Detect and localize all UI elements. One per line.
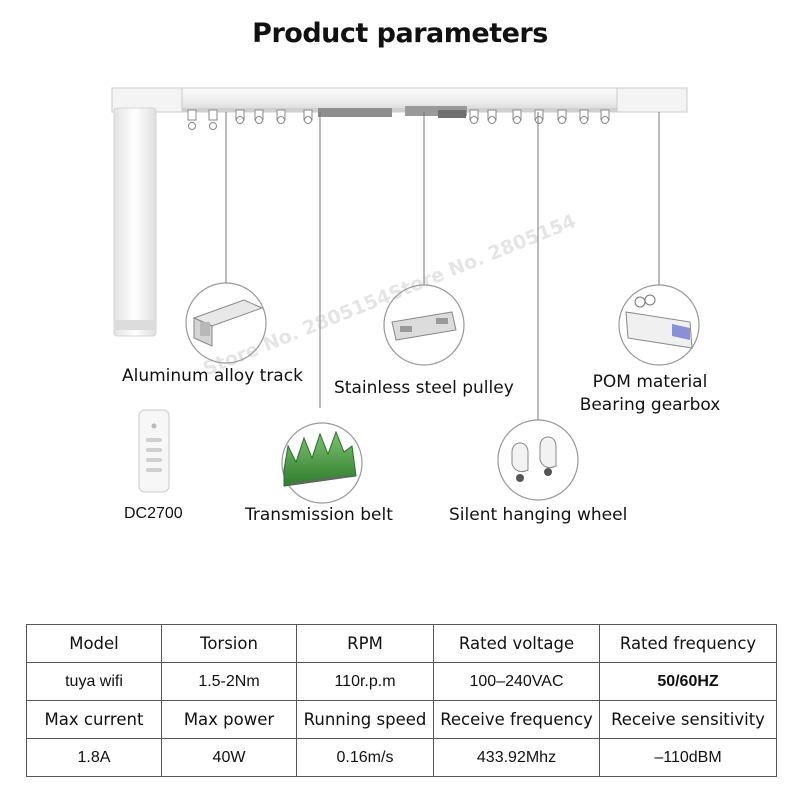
label-transmission-belt: Transmission belt — [245, 505, 393, 525]
hanging-wheel-bubble — [497, 419, 579, 501]
table-cell: Running speed — [296, 700, 434, 739]
remote-control — [138, 409, 170, 493]
table-cell: tuya wifi — [26, 662, 162, 701]
table-cell: 1.8A — [26, 738, 162, 777]
label-aluminum-track: Aluminum alloy track — [122, 366, 303, 386]
page-title: Product parameters — [252, 18, 548, 49]
table-cell: –110dBM — [599, 738, 777, 777]
steel-pulley-bubble — [383, 284, 465, 366]
pulley-carriages — [318, 106, 467, 118]
label-hanging-wheel: Silent hanging wheel — [449, 505, 628, 525]
table-cell: 100–240VAC — [433, 662, 600, 701]
table-row: tuya wifi 1.5-2Nm 110r.p.m 100–240VAC 50… — [26, 662, 777, 701]
track-runners — [187, 109, 610, 130]
table-cell: 433.92Mhz — [433, 738, 600, 777]
label-bearing-gearbox: Bearing gearbox — [579, 395, 721, 415]
table-cell: Rated frequency — [599, 624, 777, 663]
table-row: Model Torsion RPM Rated voltage Rated fr… — [26, 624, 777, 663]
gearbox-bubble — [618, 284, 700, 366]
table-cell: Max current — [26, 700, 162, 739]
table-cell: 0.16m/s — [296, 738, 434, 777]
label-pom-material: POM material — [592, 372, 708, 392]
table-cell: Model — [26, 624, 162, 663]
product-illustration — [111, 87, 700, 504]
aluminum-track-bubble — [185, 282, 267, 364]
table-cell: Max power — [161, 700, 297, 739]
label-remote-model: DC2700 — [124, 505, 183, 522]
curtain-track — [111, 87, 688, 113]
leader-lines — [225, 112, 660, 420]
table-cell: Torsion — [161, 624, 297, 663]
table-cell: Rated voltage — [433, 624, 600, 663]
parameters-table: Model Torsion RPM Rated voltage Rated fr… — [26, 624, 777, 777]
table-cell: Receive frequency — [433, 700, 600, 739]
curtain-motor — [113, 107, 157, 337]
label-steel-pulley: Stainless steel pulley — [334, 378, 514, 398]
transmission-belt-bubble — [281, 422, 363, 504]
table-cell: 110r.p.m — [296, 662, 434, 701]
table-cell: RPM — [296, 624, 434, 663]
table-row: Max current Max power Running speed Rece… — [26, 700, 777, 739]
table-cell: 1.5-2Nm — [161, 662, 297, 701]
table-row: 1.8A 40W 0.16m/s 433.92Mhz –110dBM — [26, 738, 777, 777]
table-cell: 40W — [161, 738, 297, 777]
table-cell: 50/60HZ — [599, 662, 777, 701]
table-cell: Receive sensitivity — [599, 700, 777, 739]
